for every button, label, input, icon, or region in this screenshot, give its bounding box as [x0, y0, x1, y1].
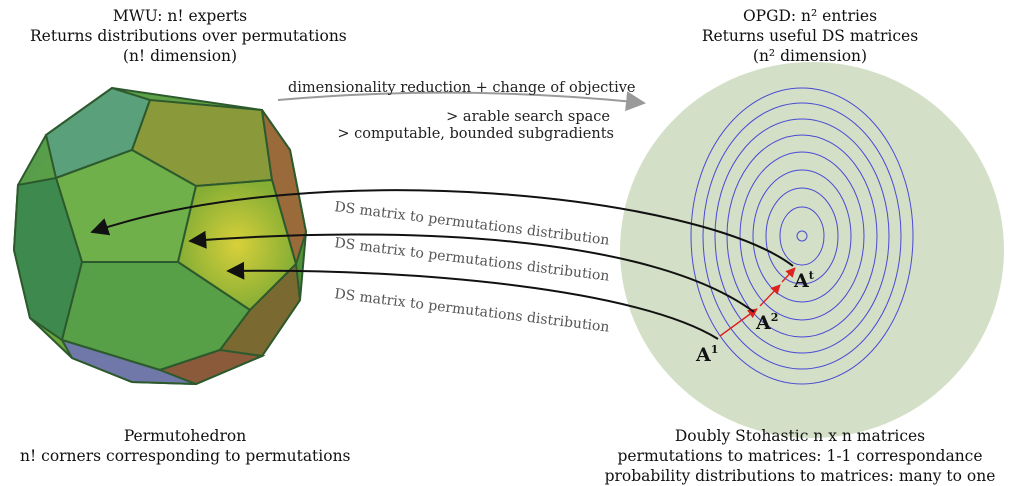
iterate-step-3: [781, 267, 796, 283]
reduction-arrow-line: [277, 91, 646, 112]
reduction-note-2: > computable, bounded subgradients: [337, 126, 614, 142]
mapping-arrow-2: [188, 230, 755, 313]
right-footer-line-3: probability distributions to matrices: m…: [604, 467, 996, 485]
right-footer-line-2: permutations to matrices: 1-1 correspond…: [617, 447, 983, 465]
iterate-a2-label: A2: [755, 311, 778, 334]
contour-5: [739, 151, 865, 321]
contour-6: [726, 134, 878, 338]
contour-3: [765, 187, 839, 285]
contour-2: [779, 206, 825, 266]
right-footer-title: Doubly Stohastic n x n matrices: [674, 427, 926, 445]
iterate-path: [719, 267, 796, 337]
left-header-title: MWU: n! experts: [112, 7, 248, 25]
right-header-title: OPGD: n² entries: [742, 7, 878, 25]
contour-4: [752, 169, 852, 303]
left-header-subtitle: Returns distributions over permutations: [30, 27, 347, 45]
ds-region: A1 A2 At: [620, 62, 1004, 438]
mapping-arrow-1: [90, 189, 794, 267]
right-header-subtitle: Returns useful DS matrices: [701, 27, 919, 45]
permutohedron: [12, 86, 308, 386]
reduction-arrow-label: dimensionality reduction + change of obj…: [288, 80, 636, 96]
permutohedron-base-right-face: [157, 348, 266, 386]
right-header: OPGD: n² entries Returns useful DS matri…: [660, 6, 960, 66]
mapping-arrow-3: [226, 261, 719, 340]
iterate-step-2: [759, 284, 781, 307]
ds-ellipse: [620, 62, 1004, 438]
right-footer: Doubly Stohastic n x n matrices permutat…: [600, 426, 1000, 486]
contour-lines: [690, 87, 914, 385]
reduction-note-1: > arable search space: [446, 109, 610, 125]
iterate-step-1: [719, 308, 758, 337]
iterate-at-label: At: [793, 269, 815, 292]
reduction-arrow: dimensionality reduction + change of obj…: [277, 80, 646, 142]
left-header: MWU: n! experts Returns distributions ov…: [30, 6, 347, 66]
iterate-a1-label: A1: [695, 343, 718, 366]
left-footer: Permutohedron n! corners corresponding t…: [20, 426, 351, 466]
permutohedron-base-face: [59, 338, 197, 385]
contour-1: [796, 230, 808, 242]
left-footer-title: Permutohedron: [123, 427, 247, 445]
right-header-dimension: (n² dimension): [752, 47, 868, 65]
permutohedron-right-face: [261, 109, 308, 268]
left-footer-subtitle: n! corners corresponding to permutations: [20, 447, 351, 465]
mapping-arrows: [90, 189, 794, 340]
contour-7: [714, 118, 890, 354]
contour-9: [690, 87, 914, 385]
left-header-dimension: (n! dimension): [122, 47, 238, 65]
contour-8: [702, 102, 902, 370]
